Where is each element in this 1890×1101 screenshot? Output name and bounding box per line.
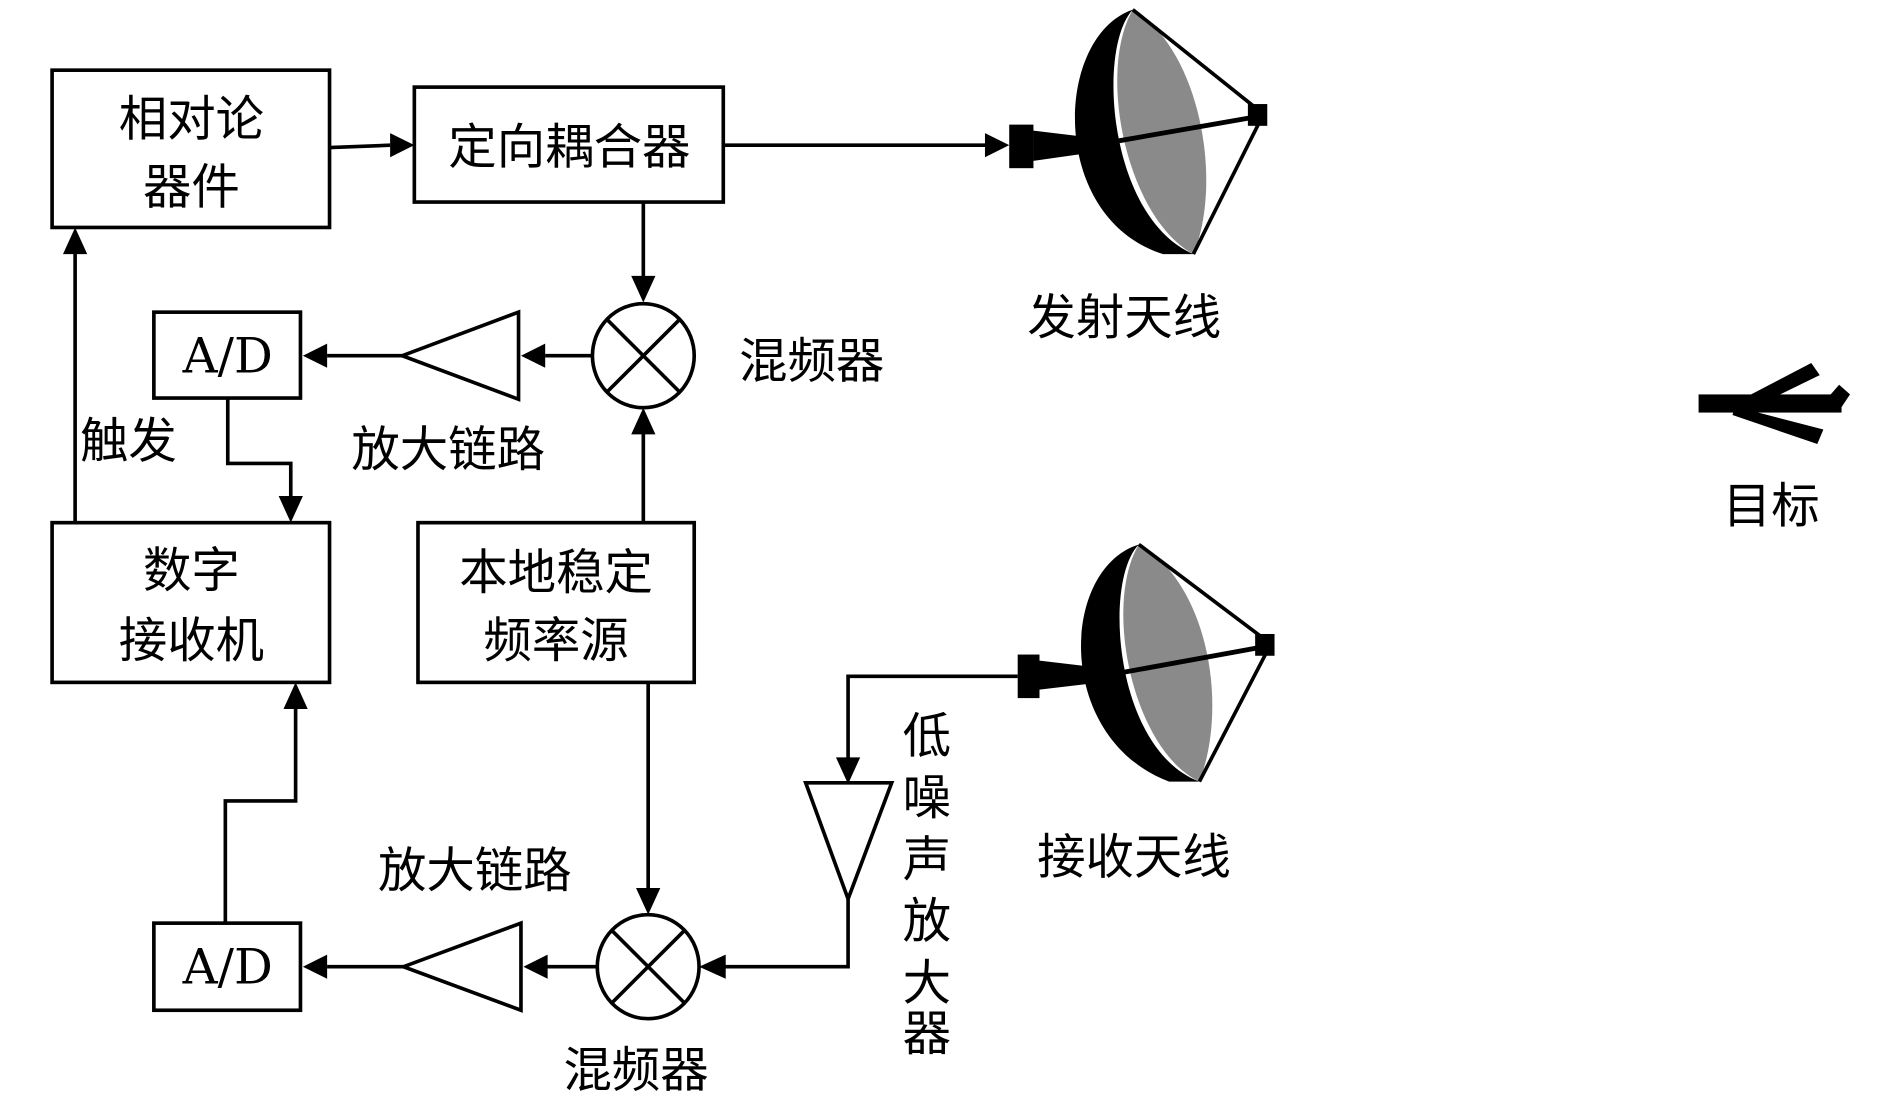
local-oscillator-label-line1: 本地稳定: [459, 545, 653, 601]
lna-label: 低 噪 声 放 大 器: [903, 709, 951, 1063]
lna-label-char: 大: [903, 955, 951, 1011]
arrow-amp-to-adc-top: [302, 343, 403, 368]
rx-antenna-icon: [1017, 543, 1275, 783]
lna-label-char: 声: [903, 832, 951, 888]
relativistic-device-label-line1: 相对论: [119, 92, 264, 148]
target-icon: [1698, 362, 1851, 445]
tx-antenna-icon: [1009, 8, 1268, 255]
arrow-mixer-to-amp-bottom: [523, 954, 598, 979]
amplifier-bottom: [398, 920, 523, 1013]
arrow-mixer-to-amp-top: [520, 343, 593, 368]
arrow-coupler-to-mixer-top: [631, 202, 656, 303]
amplifier-top: [397, 309, 521, 402]
digital-receiver-label-line2: 接收机: [119, 613, 264, 669]
amp-chain-bottom-label: 放大链路: [378, 843, 572, 899]
low-noise-amplifier: [803, 780, 895, 905]
local-oscillator-block: 本地稳定 频率源: [416, 520, 697, 685]
arrow-lo-to-mixer-top: [631, 407, 656, 523]
lna-label-char: 噪: [903, 770, 951, 826]
digital-receiver-block: 数字 接收机: [50, 520, 332, 685]
rx-antenna-label: 接收天线: [1037, 830, 1231, 886]
adc-bottom-label: A/D: [182, 940, 273, 996]
arrow-lo-to-mixer-bottom: [636, 682, 661, 915]
arrow-rx-antenna-to-lna: [835, 674, 1018, 785]
arrow-adc-top-to-receiver: [225, 398, 303, 523]
lna-label-char: 低: [903, 709, 951, 765]
adc-bottom-block: A/D: [152, 921, 303, 1013]
arrow-trigger: [63, 227, 88, 523]
directional-coupler-block: 定向耦合器: [412, 85, 726, 204]
adc-top-label: A/D: [182, 329, 273, 385]
arrow-coupler-to-tx-antenna: [723, 133, 1010, 158]
lna-label-char: 器: [903, 1006, 951, 1062]
tx-antenna-label: 发射天线: [1027, 290, 1221, 346]
arrow-amp-to-adc-bottom: [302, 954, 404, 979]
relativistic-device-label-line2: 器件: [143, 159, 240, 215]
relativistic-device-block: 相对论 器件: [50, 68, 332, 230]
arrow-adc-bottom-to-receiver: [223, 682, 308, 924]
digital-receiver-label-line1: 数字: [143, 543, 240, 599]
mixer-top-label: 混频器: [739, 334, 884, 390]
mixer-bottom-label: 混频器: [563, 1043, 708, 1099]
amp-chain-top-label: 放大链路: [351, 422, 545, 478]
arrow-lna-to-mixer-bottom: [699, 898, 850, 979]
trigger-label: 触发: [80, 413, 177, 469]
arrow-device-to-coupler: [329, 133, 415, 158]
target-label: 目标: [1723, 479, 1820, 535]
adc-top-block: A/D: [152, 310, 303, 400]
directional-coupler-label: 定向耦合器: [448, 119, 690, 175]
mixer-bottom: [595, 912, 701, 1021]
local-oscillator-label-line2: 频率源: [483, 613, 628, 669]
lna-label-char: 放: [903, 894, 951, 950]
mixer-top: [590, 301, 697, 410]
